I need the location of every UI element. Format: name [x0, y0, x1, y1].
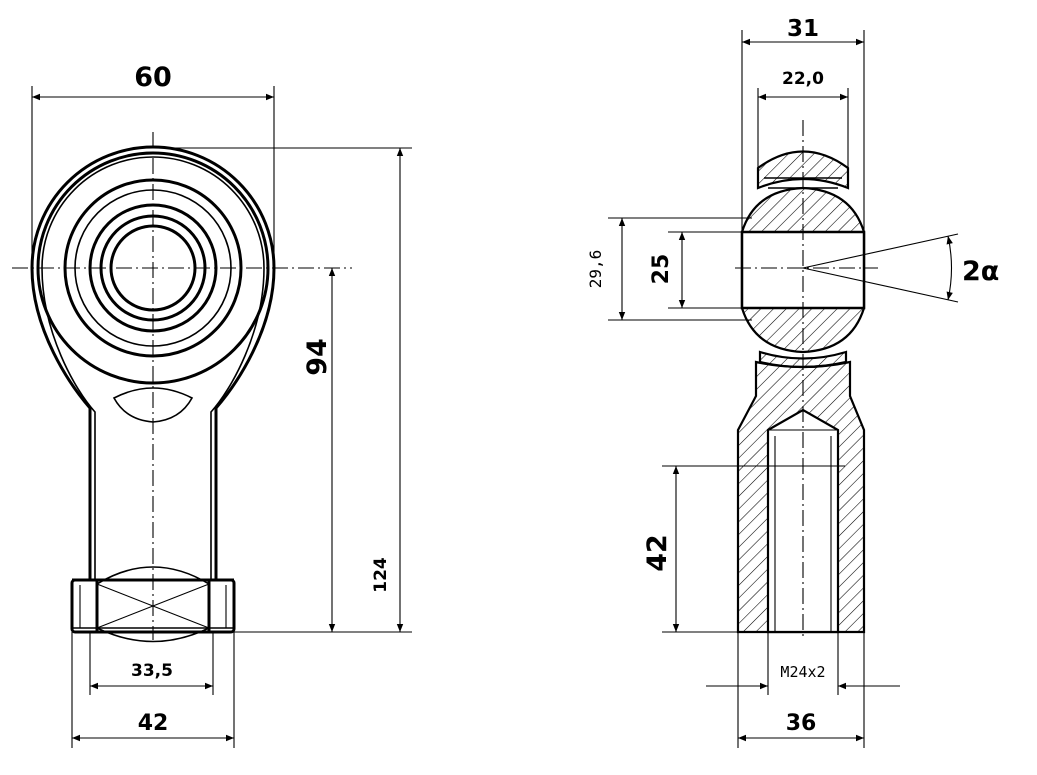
- dim-label-31: 31: [787, 16, 819, 42]
- dim-label-25: 25: [649, 254, 674, 285]
- dim-label-33-5: 33,5: [131, 661, 173, 681]
- dim-ball-diameter-29-6: 29,6: [586, 217, 752, 321]
- dim-thread-depth-42: 42: [642, 465, 845, 633]
- dim-label-36: 36: [786, 711, 817, 736]
- dim-outer-width-31: 31: [741, 16, 865, 232]
- dim-label-42-base: 42: [138, 711, 169, 736]
- dim-angle-2-alpha: 2α: [802, 233, 999, 303]
- dim-base-width-42: 42: [71, 632, 235, 748]
- wrench-flat-edges: [95, 580, 211, 632]
- dim-bore-25: 25: [649, 231, 742, 309]
- front-view: 60 124 94 33,5 42: [12, 62, 412, 748]
- dim-label-2-alpha: 2α: [962, 256, 999, 287]
- hex-curves: [96, 566, 210, 643]
- dim-ball-width-22-0: 22,0: [757, 69, 849, 170]
- dim-overall-length-124: 124: [371, 148, 404, 632]
- dim-center-to-base-94: 94: [302, 268, 336, 632]
- side-view: 31 22,0 29,6 25 2α: [586, 16, 999, 748]
- neck-flat: [112, 387, 194, 423]
- dim-label-124: 124: [371, 557, 391, 593]
- thread-lines: [768, 429, 838, 632]
- dim-thread-m24x2: M24x2: [706, 632, 900, 695]
- dim-label-42-depth: 42: [642, 534, 673, 572]
- dim-label-22-0: 22,0: [782, 69, 824, 89]
- dim-label-94: 94: [302, 338, 333, 376]
- flat-hidden-lines: [79, 585, 227, 628]
- dim-label-60: 60: [134, 62, 172, 93]
- thread-label: M24x2: [780, 663, 825, 681]
- dim-label-29-6: 29,6: [586, 250, 605, 289]
- dim-shank-width-36: 36: [737, 632, 865, 748]
- housing-upper-section: [756, 150, 850, 190]
- dim-wrench-flats-33-5: 33,5: [89, 632, 214, 695]
- dim-width-60: 60: [31, 62, 275, 262]
